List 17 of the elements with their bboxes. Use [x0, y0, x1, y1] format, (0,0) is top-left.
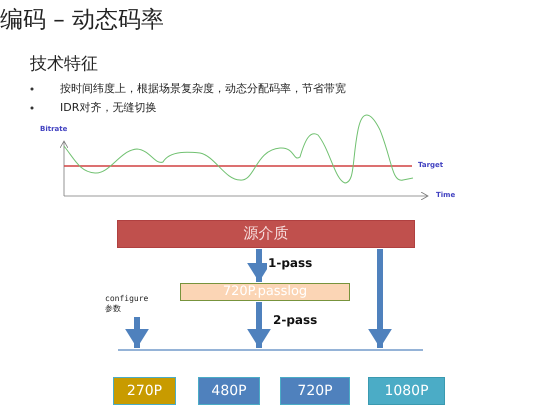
edge-label: 1-pass [267, 256, 314, 270]
output-box: 720P [280, 377, 350, 405]
output-box: 1080P [368, 377, 445, 405]
block-arrow [125, 317, 149, 348]
output-box: 480P [198, 377, 260, 405]
source-box: 源介质 [117, 220, 415, 248]
divider-bar [118, 349, 423, 351]
block-arrow [247, 302, 271, 348]
config-text: configure 参数 [104, 292, 154, 316]
block-arrow [368, 249, 392, 348]
bullet-text: IDR对齐，无缝切换 [60, 100, 156, 115]
bullet-text: 按时间纬度上，根据场景复杂度，动态分配码率，节省带宽 [60, 81, 346, 96]
edge-label: 2-pass [272, 313, 318, 327]
passlog-box: 720P.passlog [180, 283, 350, 301]
slide-title: 编码 – 动态码率 [0, 6, 164, 35]
section-heading: 技术特征 [30, 53, 98, 75]
output-box: 270P [113, 377, 176, 405]
